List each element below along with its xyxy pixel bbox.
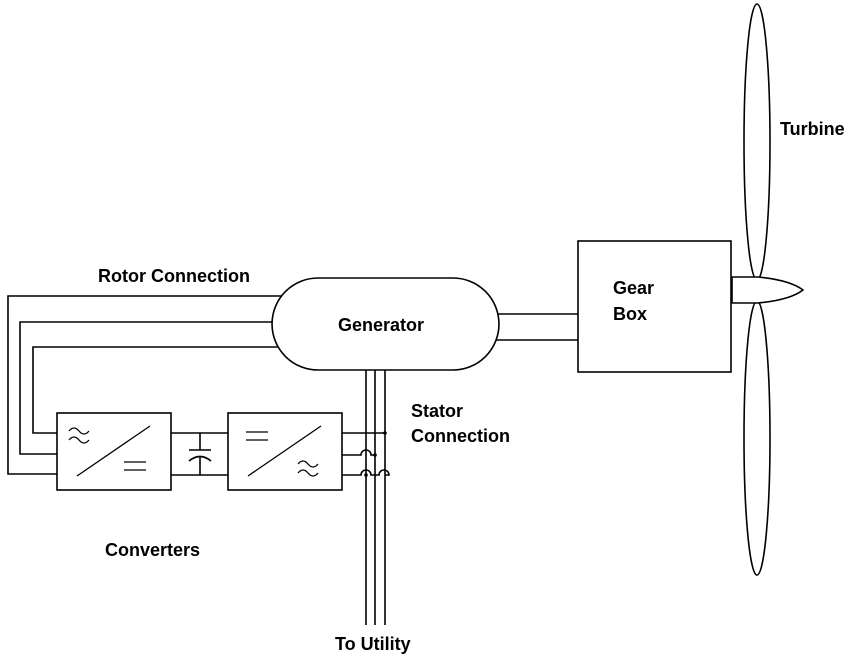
stator-connection-label-line1: Stator <box>411 401 463 421</box>
dc-symbol-icon <box>124 461 146 471</box>
generator <box>271 277 500 371</box>
junction-dot-3 <box>364 473 368 477</box>
converter-output-wire-3 <box>342 469 390 476</box>
rotor-wire-inner <box>32 346 296 434</box>
rotor-wire-outer <box>7 295 310 475</box>
rotor-converter-diagonal <box>76 425 151 477</box>
generator-label: Generator <box>338 315 424 335</box>
gear-box-label-line2: Box <box>613 304 647 324</box>
rotor-connection-label: Rotor Connection <box>98 266 250 286</box>
turbine-hub <box>731 276 805 304</box>
dc-symbol-icon-2 <box>246 431 268 441</box>
converter-output-wire-2 <box>342 449 375 456</box>
converters-label: Converters <box>105 540 200 560</box>
turbine-blade-top <box>743 3 771 281</box>
gear-box-label-line1: Gear <box>613 278 654 298</box>
junction-dot-2 <box>373 453 377 457</box>
grid-side-converter <box>227 412 343 491</box>
rotor-side-converter <box>56 412 172 491</box>
rotor-wire-middle <box>19 321 296 455</box>
to-utility-label: To Utility <box>335 634 411 654</box>
grid-converter-diagonal <box>247 425 322 477</box>
gear-box <box>577 240 732 373</box>
turbine-blade-bottom <box>743 300 771 576</box>
ac-symbol-icon-2 <box>297 460 319 477</box>
junction-dot-1 <box>383 431 387 435</box>
stator-connection-label-line2: Connection <box>411 426 510 446</box>
turbine-label: Turbine <box>780 119 845 139</box>
ac-symbol-icon <box>68 427 90 444</box>
